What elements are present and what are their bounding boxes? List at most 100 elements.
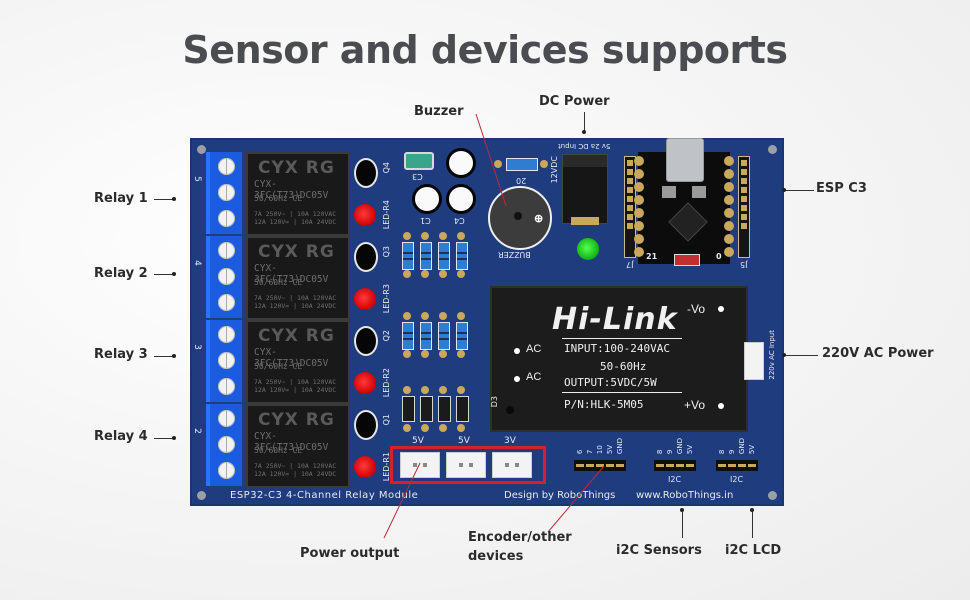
- pin-21-label: 21: [646, 252, 658, 261]
- pad: [421, 350, 429, 358]
- header-pin: [616, 464, 624, 467]
- reset-button[interactable]: [692, 186, 706, 198]
- header-pin: [666, 464, 674, 467]
- relay-model: CYX-3FC(T73)DC05V: [254, 431, 329, 453]
- pad: [439, 424, 447, 432]
- screw-icon[interactable]: [218, 326, 235, 343]
- resistor: [420, 322, 432, 350]
- boot-button[interactable]: [662, 186, 676, 198]
- screw-terminal-1[interactable]: [206, 152, 242, 234]
- screw-icon[interactable]: [218, 242, 235, 259]
- ac-input-connector[interactable]: [744, 342, 764, 380]
- pin-dot: [514, 376, 520, 382]
- usb-c-port[interactable]: [666, 138, 704, 182]
- screw-icon[interactable]: [218, 410, 235, 427]
- resistor: [506, 158, 538, 171]
- pad: [421, 312, 429, 320]
- resistor: [402, 242, 414, 270]
- screw-icon[interactable]: [218, 462, 235, 479]
- mounting-hole: [768, 491, 777, 500]
- resistor: [402, 322, 414, 350]
- relay-brand: CYX RG: [258, 326, 335, 346]
- dc-jack[interactable]: [562, 154, 608, 225]
- pad: [403, 270, 411, 278]
- header-pin: [596, 464, 604, 467]
- relay-brand: CYX RG: [258, 242, 335, 262]
- status-led-2: [354, 288, 376, 310]
- power-voltage-label: 5V: [412, 436, 424, 446]
- status-led-3: [354, 372, 376, 394]
- screw-icon[interactable]: [218, 158, 235, 175]
- pad: [457, 232, 465, 240]
- screw-terminal-3[interactable]: [206, 320, 242, 402]
- pad: [457, 312, 465, 320]
- pad: [403, 232, 411, 240]
- pad: [421, 424, 429, 432]
- freq-spec: 50-60Hz: [600, 360, 647, 373]
- resistor: [420, 242, 432, 270]
- screw-terminal-4[interactable]: [206, 404, 242, 486]
- esp-pad: [724, 247, 734, 257]
- esp-pad: [634, 156, 644, 166]
- input-spec: INPUT:100-240VAC: [564, 342, 670, 355]
- leader-line: [154, 356, 174, 357]
- relay-4-callout: Relay 4: [94, 429, 148, 444]
- transistor-q1: [354, 410, 378, 440]
- esp-pad: [724, 234, 734, 244]
- hilink-power-module: Hi-Link -Vo AC AC INPUT:100-240VAC 50-60…: [490, 286, 748, 432]
- leader-dot: [782, 188, 786, 192]
- power-output-connector[interactable]: [492, 452, 532, 478]
- dc-jack-pin: [571, 217, 599, 225]
- esp-c3-callout: ESP C3: [816, 181, 867, 196]
- esp-pad: [724, 221, 734, 231]
- screw-icon[interactable]: [218, 294, 235, 311]
- resistor: [456, 322, 468, 350]
- header-pin: [728, 464, 736, 467]
- screw-icon[interactable]: [218, 436, 235, 453]
- buzzer-callout: Buzzer: [414, 104, 464, 119]
- power-output-connector[interactable]: [446, 452, 486, 478]
- power-output-connector[interactable]: [400, 452, 440, 478]
- pin-header-3[interactable]: [716, 460, 758, 471]
- resistor: [438, 322, 450, 350]
- connector-pin: [459, 463, 463, 467]
- pad: [439, 386, 447, 394]
- mounting-hole: [197, 145, 206, 154]
- leader-dot: [782, 353, 786, 357]
- screw-icon[interactable]: [218, 268, 235, 285]
- leader-dot: [172, 436, 176, 440]
- screw-icon[interactable]: [218, 210, 235, 227]
- pin-header-2[interactable]: [654, 460, 696, 471]
- pin-header-1[interactable]: [574, 460, 626, 471]
- dc-jack-top: [563, 155, 607, 167]
- board-credit: Design by RoboThings: [504, 490, 616, 501]
- resistor: [456, 242, 468, 270]
- screw-icon[interactable]: [218, 352, 235, 369]
- divider: [562, 338, 682, 339]
- ac-power-callout: 220V AC Power: [822, 346, 934, 361]
- power-voltage-label: 5V: [458, 436, 470, 446]
- relay-rating-line: 12A 120V= | 10A 24VDC: [254, 218, 337, 226]
- pad: [403, 312, 411, 320]
- screw-icon[interactable]: [218, 184, 235, 201]
- vo-minus-label: -Vo: [687, 302, 706, 316]
- screw-terminal-2[interactable]: [206, 236, 242, 318]
- connector-pin: [505, 463, 509, 467]
- pad: [403, 350, 411, 358]
- diode: [420, 396, 433, 422]
- buzzer: ⊕: [488, 186, 552, 250]
- screw-icon[interactable]: [218, 378, 235, 395]
- relay-rating-line: 7A 250V~ | 10A 120VAC: [254, 378, 337, 386]
- capacitor-c3: [404, 152, 434, 170]
- leader-line: [154, 438, 174, 439]
- relay-model: CYX-3FC(T73)DC05V: [254, 263, 329, 285]
- header-label: I2C: [730, 475, 744, 484]
- capacitor: [446, 148, 476, 178]
- connector-pin: [515, 463, 519, 467]
- resistor: [438, 242, 450, 270]
- pin-0-label: 0: [716, 252, 722, 261]
